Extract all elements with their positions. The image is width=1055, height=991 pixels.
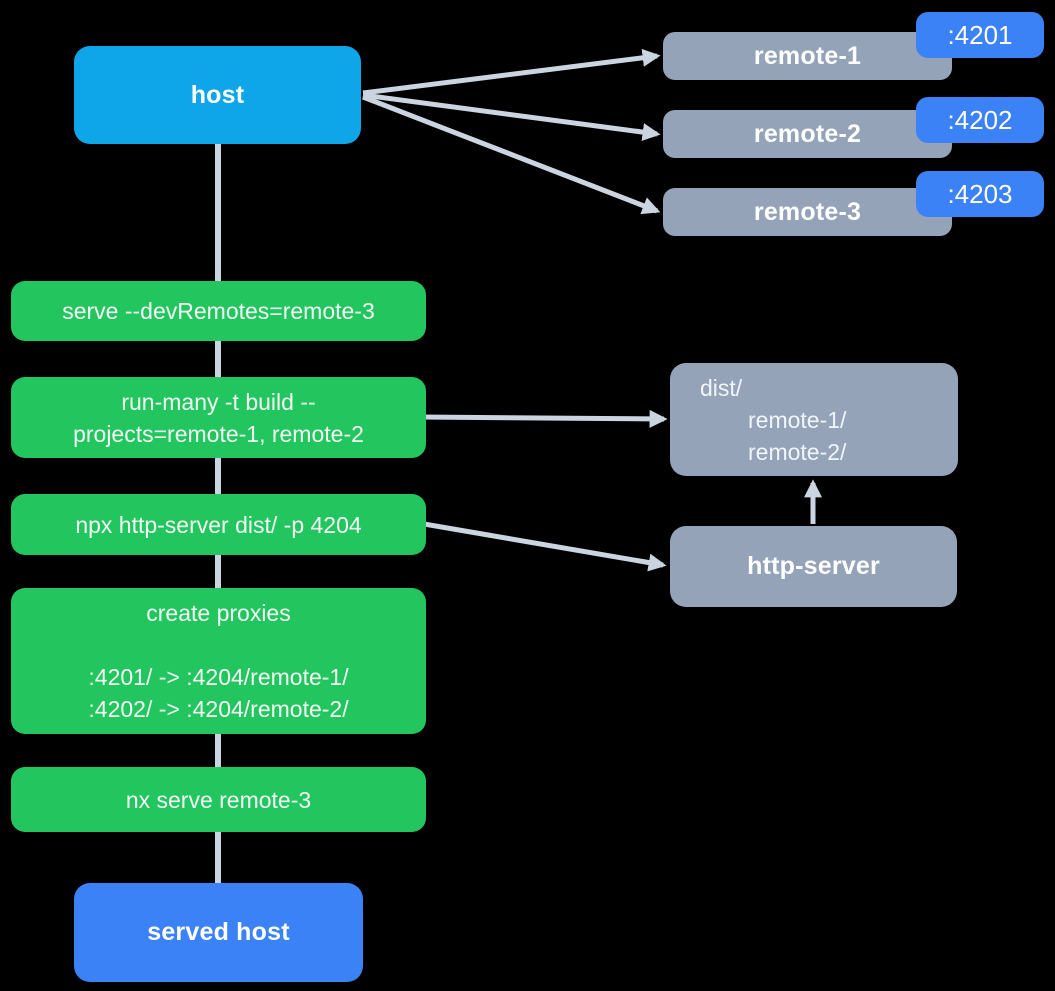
- dist-remote-1-label: remote-1/: [748, 406, 847, 433]
- command-serve-devremotes: serve --devRemotes=remote-3: [11, 281, 426, 341]
- command-npx-http-server: npx http-server dist/ -p 4204: [11, 494, 426, 555]
- command-text: serve --devRemotes=remote-3: [62, 298, 375, 324]
- port-badge-4203: :4203: [916, 171, 1044, 217]
- command-nx-serve-remote-3: nx serve remote-3: [11, 767, 426, 832]
- command-text: create proxies: [146, 600, 291, 626]
- command-text: :4202/ -> :4204/remote-2/: [88, 696, 349, 722]
- remote-1-node: remote-1: [663, 32, 952, 80]
- command-text: nx serve remote-3: [125, 786, 312, 813]
- command-create-proxies: create proxies :4201/ -> :4204/remote-1/…: [11, 588, 426, 734]
- command-text: :4201/ -> :4204/remote-1/: [88, 664, 349, 690]
- arrow-host-to-remote-1: [362, 48, 661, 96]
- host-node: host: [74, 46, 361, 144]
- dist-folder-node: dist/ remote-1/ remote-2/: [670, 363, 958, 476]
- command-text: npx http-server dist/ -p 4204: [75, 511, 362, 538]
- remote-2-node: remote-2: [663, 110, 952, 158]
- remote-3-node: remote-3: [663, 188, 952, 236]
- command-text: run-many -t build --: [121, 388, 316, 415]
- dist-remote-2-label: remote-2/: [748, 438, 847, 465]
- http-server-node: http-server: [670, 526, 957, 607]
- command-text: projects=remote-1, remote-2: [73, 420, 364, 447]
- port-badge-4202: :4202: [916, 97, 1044, 143]
- arrow-http-cmd-to-http-server: [423, 521, 667, 572]
- arrow-host-to-remote-2: [362, 92, 661, 142]
- dist-root-label: dist/: [700, 374, 743, 401]
- arrow-host-to-remote-3: [362, 94, 661, 215]
- port-badge-4201: :4201: [916, 12, 1044, 58]
- served-host-node: served host: [74, 883, 363, 982]
- command-run-many-build: run-many -t build -- projects=remote-1, …: [11, 377, 426, 458]
- arrow-build-to-dist: [419, 409, 668, 428]
